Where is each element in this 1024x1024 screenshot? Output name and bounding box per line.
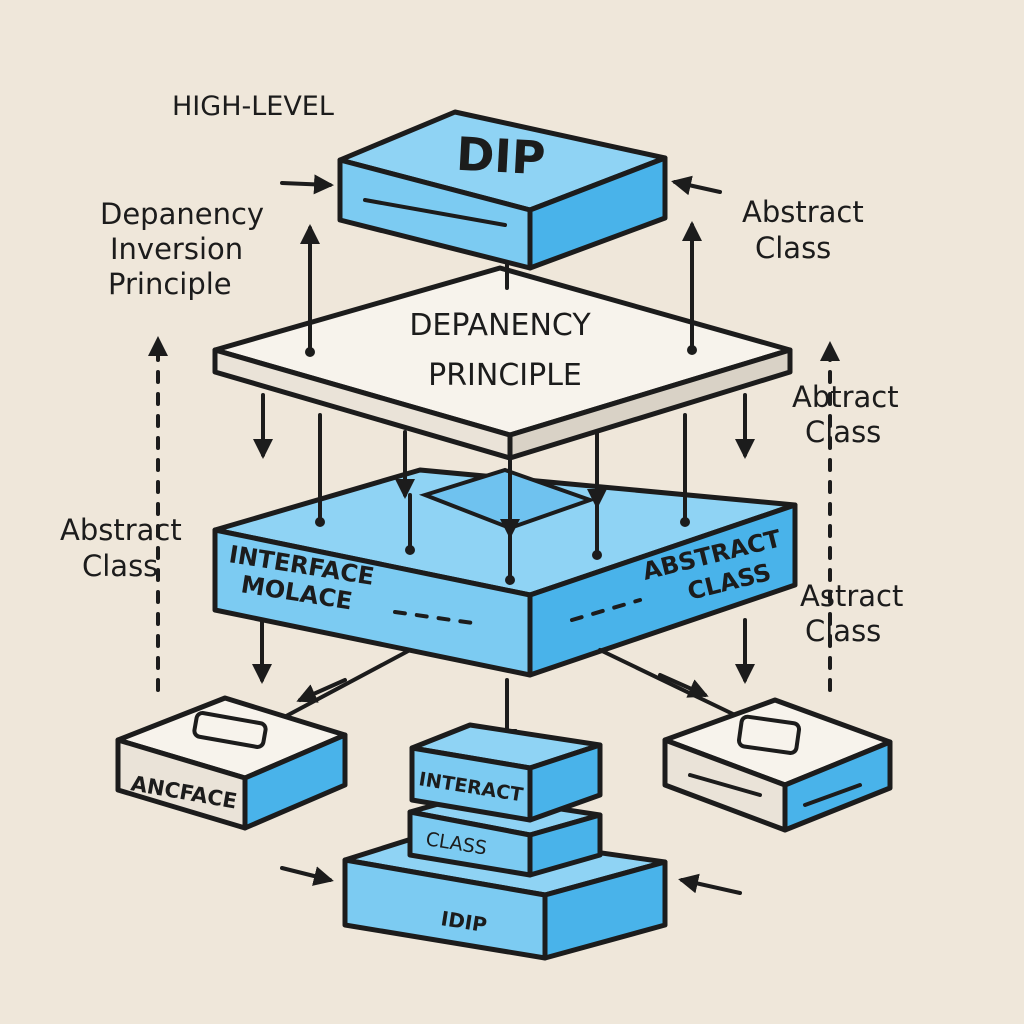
- left-title-line-1: Depanency: [100, 197, 264, 231]
- bottom-left-slot-icon: [192, 711, 268, 749]
- bottom-left-box: ANCFACE: [115, 695, 348, 831]
- stack-side-arrows: [280, 866, 742, 895]
- right-top-label-line-1: Abstract: [742, 195, 864, 229]
- platform-label-1: DEPANENCY: [409, 308, 591, 343]
- stack-top-box: INTERACT: [409, 722, 603, 823]
- left-mid-label-line-2: Class: [82, 549, 158, 583]
- high-level-label: HIGH-LEVEL: [172, 91, 334, 122]
- bottom-right-box: [662, 697, 893, 833]
- dip-top-label: DIP: [455, 127, 547, 186]
- left-mid-label-line-1: Abstract: [60, 513, 182, 547]
- bottom-right-slot-icon: [736, 714, 802, 755]
- right-low-label-line-2: Class: [805, 614, 881, 648]
- diagonal-connectors: [273, 648, 737, 724]
- dip-top-box: DIP: [337, 109, 668, 271]
- right-mid-label-line-1: Abtract: [792, 380, 899, 414]
- right-low-label-line-1: Astract: [800, 579, 903, 613]
- middle-layer-box: INTERFACE MOLACE ABSTRACT CLASS: [212, 467, 798, 678]
- left-title-line-3: Principle: [108, 267, 232, 301]
- dip-side-arrows: [280, 174, 722, 196]
- left-title-line-2: Inversion: [110, 232, 243, 266]
- platform-label-2: PRINCIPLE: [428, 358, 582, 393]
- right-mid-label-line-2: Class: [805, 415, 881, 449]
- platform-connector-pins: [315, 413, 690, 585]
- principle-platform: DEPANENCY PRINCIPLE: [212, 265, 793, 461]
- right-top-label-line-2: Class: [755, 231, 831, 265]
- platform-up-arrows: [300, 221, 702, 357]
